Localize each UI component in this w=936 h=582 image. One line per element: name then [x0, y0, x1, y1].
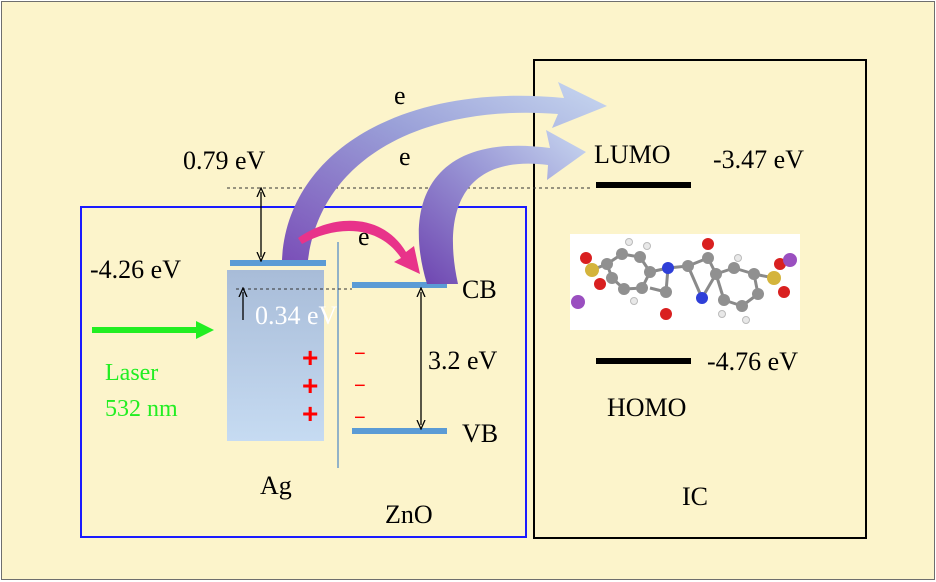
laser-label-line2: 532 nm [105, 396, 178, 422]
bandgap-label: 3.2 eV [428, 346, 498, 375]
zno-vb-level [352, 428, 447, 434]
gap-034-label: 0.34 eV [255, 301, 338, 330]
lumo-level [596, 182, 691, 188]
negative-charge: − [354, 343, 366, 365]
homo-label: HOMO [607, 393, 686, 422]
electron-label-small: e [358, 222, 370, 251]
laser-label-line1: Laser [105, 360, 158, 386]
electron-transfer-arrow-cb-to-lumo [418, 130, 586, 284]
zno-label: ZnO [385, 500, 433, 529]
positive-charge: + [302, 370, 318, 401]
ag-fermi-energy-label: -4.26 eV [90, 255, 181, 284]
homo-energy-label: -4.76 eV [707, 347, 798, 376]
ic-frame [533, 59, 867, 539]
conduction-band-label: CB [462, 275, 497, 304]
homo-level [596, 358, 691, 364]
ag-fermi-level [230, 260, 326, 266]
electron-transfer-arrow-ag-to-ic [282, 82, 607, 260]
negative-charge: − [354, 407, 366, 429]
negative-charge: − [354, 375, 366, 397]
electron-label-top: e [394, 81, 406, 110]
positive-charge: + [302, 398, 318, 429]
electron-label-middle: e [399, 142, 411, 171]
zno-cb-level [352, 282, 447, 288]
lumo-label: LUMO [594, 140, 671, 169]
gap-079-label: 0.79 eV [183, 146, 266, 175]
ag-label: Ag [260, 471, 292, 500]
laser-arrow-head [196, 321, 214, 339]
ic-label: IC [682, 482, 708, 511]
valence-band-label: VB [462, 419, 498, 448]
ic-molecule [570, 234, 800, 330]
electron-transfer-arrow-ag-to-cb [298, 220, 420, 274]
positive-charge: + [302, 342, 318, 373]
lumo-energy-label: -3.47 eV [713, 145, 804, 174]
